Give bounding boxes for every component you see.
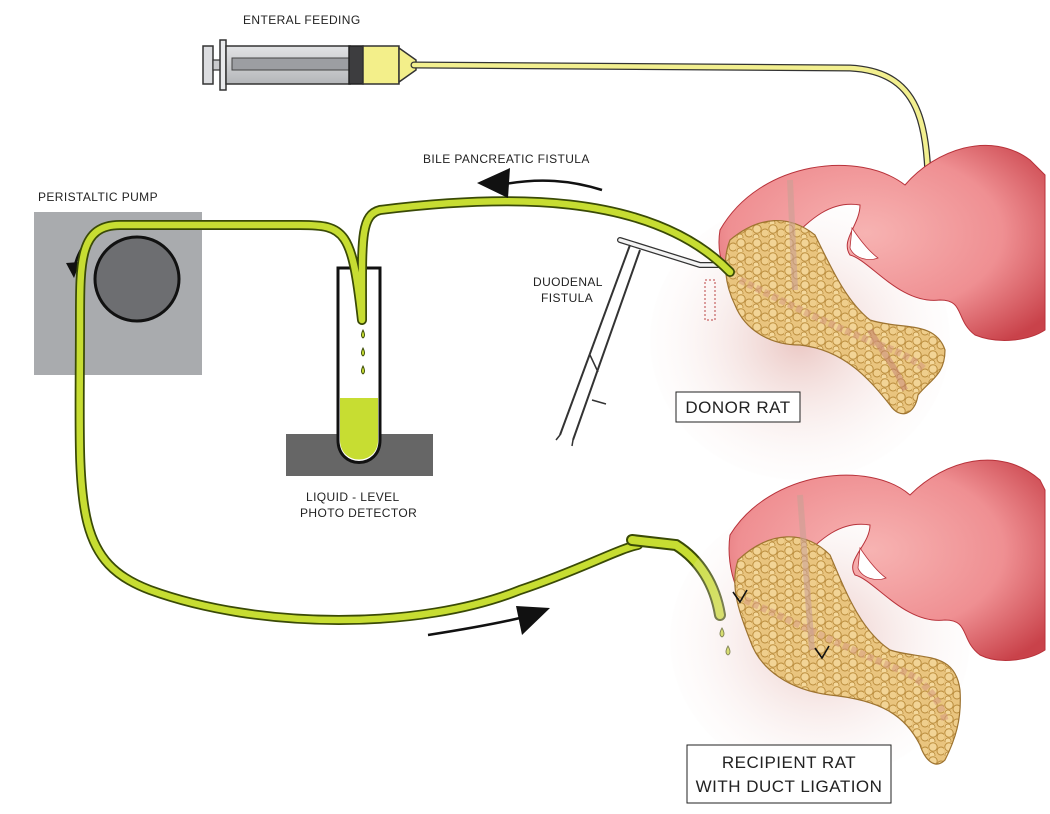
recipient-rat-label-line2: WITH DUCT LIGATION <box>696 777 883 796</box>
flow-arrow-icon <box>477 168 603 198</box>
donor-anatomy <box>650 144 1046 480</box>
duodenal-label-line1: DUODENAL <box>533 275 603 289</box>
bile-fistula-label: BILE PANCREATIC FISTULA <box>423 152 590 166</box>
recipient-rat-label-box: RECIPIENT RAT WITH DUCT LIGATION <box>686 744 892 804</box>
donor-rat-label: DONOR RAT <box>685 398 790 417</box>
recipient-anatomy <box>670 459 1046 780</box>
detector-label-line1: LIQUID - LEVEL <box>306 490 400 504</box>
peristaltic-pump-label: PERISTALTIC PUMP <box>38 190 158 204</box>
peristaltic-pump <box>34 212 202 375</box>
flow-arrow-icon <box>427 606 550 637</box>
detector-label-line2: PHOTO DETECTOR <box>300 506 417 520</box>
donor-rat-label-box: DONOR RAT <box>675 391 801 423</box>
detector-drops <box>361 328 365 375</box>
detector <box>286 266 433 476</box>
recipient-rat-label-line1: RECIPIENT RAT <box>722 753 856 772</box>
forceps-icon <box>555 237 723 447</box>
pancreas-icon <box>734 536 961 765</box>
pump-rotor-icon <box>93 235 181 323</box>
enteral-feeding-label: ENTERAL FEEDING <box>243 13 361 27</box>
syringe-icon <box>202 39 417 91</box>
duodenal-label-line2: FISTULA <box>541 291 593 305</box>
ligation-marks <box>732 589 830 660</box>
